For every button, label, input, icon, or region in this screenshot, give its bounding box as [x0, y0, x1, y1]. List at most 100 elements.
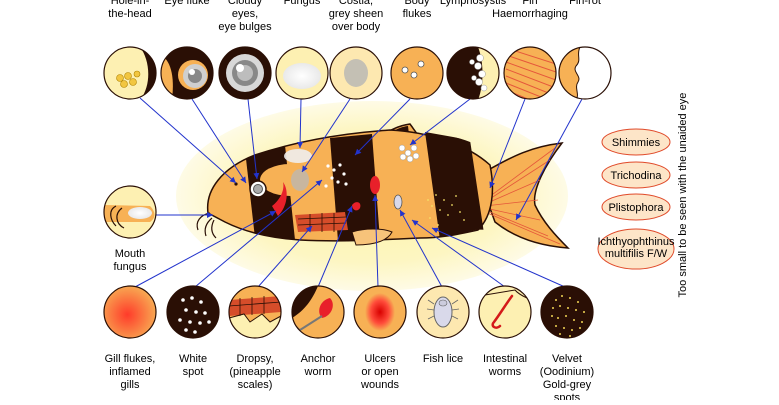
- oval-label-1-line: Trichodina: [611, 170, 663, 182]
- top-label-lymphosystis-line: Lymphosystis: [440, 0, 507, 7]
- bottom-label-dropsy-line: scales): [238, 379, 273, 391]
- bottom-label-velvet-line: Gold-grey: [543, 379, 592, 391]
- oval-label-3-line: multifilis F/W: [605, 248, 668, 260]
- bottom-label-velvet-line: (Oodinium): [540, 366, 594, 378]
- oval-label-0-line: Shimmies: [612, 137, 661, 149]
- top-label-body-flukes-line: Body: [404, 0, 430, 7]
- oval-label-3-line: Ichthyophthinus: [597, 236, 675, 248]
- bottom-label-gill-flukes-line: inflamed: [109, 366, 151, 378]
- arrow-eye-fluke: [191, 98, 247, 184]
- arrow-fish-lice: [399, 209, 443, 288]
- oval-label-0: Shimmies: [612, 137, 661, 149]
- white-spot-dots: [324, 163, 348, 188]
- velvet-dots: [427, 194, 465, 226]
- inflamed-gill-mark: [272, 182, 287, 216]
- fish-louse-mark: [393, 194, 403, 210]
- ulcer-mark: [370, 176, 380, 194]
- bottom-label-ulcers-line: or open: [361, 366, 398, 378]
- circle-fish-lice: [416, 285, 470, 339]
- circle-dropsy: [228, 285, 282, 339]
- circle-costia: [329, 46, 383, 100]
- arrow-costia: [301, 98, 351, 173]
- fungus-patch: [284, 149, 312, 163]
- circle-mouth-fungus: [103, 185, 157, 239]
- top-label-hole-in-the-head-line: the-head: [108, 8, 151, 20]
- bottom-label-anchor-worm-line: Anchor: [301, 353, 336, 365]
- bottom-label-ulcers-line: Ulcers: [364, 353, 396, 365]
- arrow-velvet: [431, 227, 566, 288]
- arrow-lymphocystis: [409, 98, 471, 146]
- circle-intestinal-worms: [478, 285, 532, 339]
- top-label-lymphosystis: Lymphosystis: [440, 0, 507, 7]
- top-label-hole-in-the-head: Hole-in-the-head: [108, 0, 151, 20]
- fish-pupil: [253, 184, 263, 194]
- circle-ulcers: [353, 285, 407, 339]
- lymphocystis-nodules: [398, 144, 420, 163]
- top-label-costia-line: over body: [332, 21, 381, 33]
- side-caption: Too small to be seen with the unaided ey…: [677, 93, 689, 298]
- arrow-gill-flukes: [134, 210, 277, 288]
- pointer-arrows: [134, 97, 583, 288]
- bottom-label-dropsy-line: (pineapple: [229, 366, 280, 378]
- oval-ichthyophthinus: [597, 228, 675, 270]
- pectoral-fin: [351, 228, 393, 246]
- arrow-anchor-worm: [317, 205, 353, 288]
- circle-fin-rot: [558, 46, 612, 100]
- top-label-fungus: Fungus: [284, 0, 321, 7]
- arrow-fin-haemorrhaging: [489, 98, 526, 189]
- bottom-label-gill-flukes-line: gills: [121, 379, 140, 391]
- oval-label-2: Plistophora: [608, 202, 664, 214]
- circle-fin-haemorrhaging: [503, 46, 557, 100]
- bottom-label-intestinal-worms-line: worms: [488, 366, 522, 378]
- top-label-fin-rot: Fin-rot: [569, 0, 601, 7]
- top-label-eye-fluke-line: Eye fluke: [164, 0, 209, 7]
- circle-cloudy-eyes: [218, 46, 272, 100]
- bottom-label-anchor-worm-line: worm: [304, 366, 332, 378]
- tail-fin: [477, 142, 570, 249]
- costia-patch: [291, 169, 309, 191]
- arrow-cloudy-eyes: [247, 98, 260, 180]
- bottom-label-velvet-line: spots: [554, 392, 581, 400]
- arrow-white-spot: [194, 179, 323, 288]
- top-label-cloudy-eyes-line: eye bulges: [218, 21, 272, 33]
- top-label-hole-in-the-head-line: Hole-in-: [111, 0, 150, 7]
- arrow-fin-rot: [515, 98, 583, 221]
- anchor-worm-mark: [352, 202, 361, 211]
- circle-anchor-worm: [291, 285, 345, 339]
- bottom-symptom-circles: [103, 285, 594, 339]
- top-label-fin-haemorrhaging-line: Haemorrhaging: [492, 8, 568, 20]
- clown-loach-fish: [196, 123, 570, 249]
- bottom-label-fish-lice: Fish lice: [423, 353, 463, 365]
- arrow-ulcers: [372, 194, 379, 288]
- arrow-fungus: [297, 98, 304, 149]
- circle-fungus: [275, 46, 329, 100]
- tail-fin-rays: [484, 147, 561, 245]
- top-label-costia-line: grey sheen: [329, 8, 383, 20]
- microscopic-parasite-ovals: [597, 128, 675, 270]
- top-label-eye-fluke: Eye fluke: [164, 0, 209, 7]
- bottom-label-velvet-line: Velvet: [552, 353, 582, 365]
- arrow-intestinal-worms: [411, 219, 506, 288]
- left-label-mouth-fungus-line: fungus: [113, 261, 147, 273]
- bottom-label-gill-flukes-line: Gill flukes,: [105, 353, 156, 365]
- circle-eye-fluke: [160, 46, 214, 100]
- circle-hole-in-the-head: [103, 46, 157, 100]
- bottom-label-fish-lice-line: Fish lice: [423, 353, 463, 365]
- circle-body-flukes: [390, 46, 444, 100]
- hole-in-head-mark: [234, 182, 238, 186]
- top-label-fin-haemorrhaging-line: Fin: [522, 0, 537, 7]
- circle-gill-flukes: [103, 285, 157, 339]
- top-label-cloudy-eyes-line: Cloudy: [228, 0, 263, 7]
